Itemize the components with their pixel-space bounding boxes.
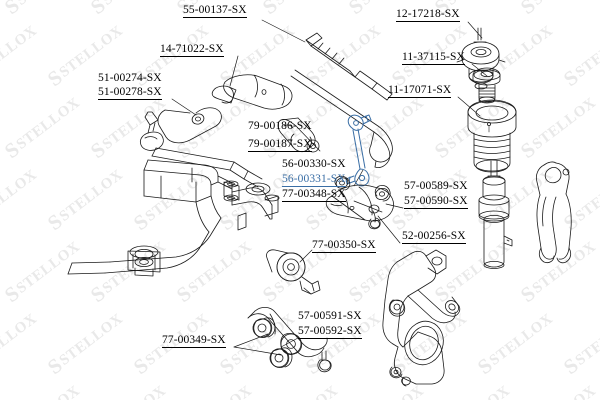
part-number-label[interactable]: 56-00330-SX bbox=[282, 158, 346, 170]
part-front-subframe bbox=[67, 147, 280, 277]
part-number-label[interactable]: 57-00592-SX bbox=[298, 325, 362, 339]
part-number-label[interactable]: 57-00591-SX bbox=[298, 310, 362, 322]
part-steering-knuckle bbox=[382, 249, 461, 387]
part-outer-tie-rod-end bbox=[140, 107, 222, 151]
part-inner-tie-rod bbox=[305, 32, 393, 101]
part-number-label[interactable]: 52-00256-SX bbox=[402, 230, 466, 244]
part-shock-dust-cover bbox=[467, 99, 517, 173]
part-caliper-bracket bbox=[536, 161, 572, 264]
part-number-label[interactable]: 77-00349-SX bbox=[162, 334, 226, 348]
part-number-label[interactable]: 11-17071-SX bbox=[388, 84, 452, 98]
part-number-label[interactable]: 57-00590-SX bbox=[404, 195, 468, 209]
part-number-label[interactable]: 12-17218-SX bbox=[396, 8, 460, 22]
part-number-label[interactable]: 51-00278-SX bbox=[98, 86, 162, 100]
part-number-label[interactable]: 55-00137-SX bbox=[183, 4, 247, 18]
part-shock-absorber bbox=[478, 160, 513, 269]
part-number-label[interactable]: 79-00187-SX bbox=[248, 138, 312, 152]
part-stabilizer-link-highlighted bbox=[345, 114, 372, 187]
part-strut-top-mount bbox=[456, 27, 506, 90]
part-number-label[interactable]: 77-00350-SX bbox=[312, 239, 376, 253]
part-number-label[interactable]: 14-71022-SX bbox=[160, 43, 224, 57]
part-number-label[interactable]: 79-00186-SX bbox=[248, 120, 312, 132]
part-arm-bushing-bracket bbox=[266, 249, 321, 295]
part-upper-control-arm bbox=[325, 175, 394, 230]
part-stabilizer-bar bbox=[290, 69, 393, 168]
part-rack-boot bbox=[211, 74, 293, 110]
part-lower-arm-bushings bbox=[252, 317, 293, 368]
part-lower-control-arm bbox=[247, 306, 332, 373]
part-number-label[interactable]: 57-00589-SX bbox=[404, 180, 468, 192]
part-number-label[interactable]: 11-37115-SX bbox=[402, 51, 465, 65]
part-number-label[interactable]: 77-00348-SX bbox=[282, 188, 346, 202]
part-number-label[interactable]: 56-00331-SX bbox=[282, 173, 346, 187]
part-number-label[interactable]: 51-00274-SX bbox=[98, 72, 162, 84]
